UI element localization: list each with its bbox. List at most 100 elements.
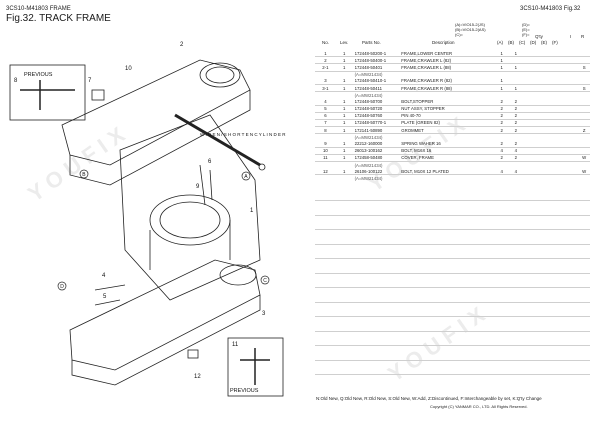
model-notes: (A)=VIO15-2(JS) (B)=VIO15-2(AS) (C)= xyxy=(455,22,486,37)
cell-qty-d xyxy=(536,77,551,85)
cell-level: 1 xyxy=(335,168,353,176)
cell-qty-f xyxy=(564,147,579,155)
cell-qty-c xyxy=(522,168,537,176)
cell-qty-f xyxy=(564,112,579,120)
cell-qty-f xyxy=(564,56,579,65)
exploded-diagram: PREVIOUS PREVIOUS W I D E N / S H O R T … xyxy=(0,30,305,402)
callout-8: 8 xyxy=(14,78,18,84)
cell-part-number: 172448-50411 xyxy=(352,84,400,93)
col-q-b: (B) xyxy=(508,40,514,45)
ruled-line xyxy=(315,374,590,375)
cell-qty-d xyxy=(536,56,551,65)
cell-part-number: 26106-100122 xyxy=(352,168,400,176)
cell-part-number: 26013-100162 xyxy=(352,147,400,155)
cell-qty-c xyxy=(522,154,537,163)
cell-qty-a: 4 xyxy=(494,168,509,176)
note-e: (E)= xyxy=(522,27,530,32)
cell-item-no: 3-1 xyxy=(315,84,336,93)
cell-qty-e xyxy=(550,119,565,128)
cell-part-number: 172448-50410-1 xyxy=(352,77,400,85)
serial-note: (A=MW21434) xyxy=(354,162,383,168)
cell-qty-f xyxy=(564,50,579,58)
cell-qty-d xyxy=(536,98,551,106)
cell-qty-a: 2 xyxy=(494,126,509,135)
model-notes-2: (D)= (E)= (F)= xyxy=(522,22,530,37)
cell-qty-b: 2 xyxy=(508,140,523,148)
cell-description: FRAME,CRAWLER R (88) xyxy=(399,84,495,93)
cell-qty-b: 1 xyxy=(508,63,523,72)
cell-qty-e xyxy=(550,84,565,93)
center-ring xyxy=(149,194,231,246)
cell-description: FRAME,CRAWLER L (88) xyxy=(399,63,495,72)
cell-level: 1 xyxy=(335,56,353,65)
cell-qty-f xyxy=(564,105,579,113)
cell-qty-e xyxy=(550,105,565,113)
cell-qty-b: 1 xyxy=(508,84,523,93)
cell-part-number: 172448-50400-1 xyxy=(352,56,400,65)
circle-b: B xyxy=(82,172,86,178)
cell-qty-b: 2 xyxy=(508,119,523,128)
callout-12: 12 xyxy=(194,374,201,380)
cell-qty-d xyxy=(536,50,551,58)
callout-10: 10 xyxy=(125,66,132,72)
blank-cell xyxy=(315,134,353,141)
cell-qty-f xyxy=(564,126,579,135)
cell-qty-c xyxy=(522,63,537,72)
cell-level: 1 xyxy=(335,119,353,128)
cell-qty-d xyxy=(536,119,551,128)
cell-qty-c xyxy=(522,50,537,58)
cell-item-no: 10 xyxy=(315,147,336,155)
cell-qty-f xyxy=(564,77,579,85)
header-right: 3CS10-M41803 Fig.32 xyxy=(520,6,581,12)
cell-description: BOLT, M16X 16 xyxy=(399,147,495,155)
callout-1: 1 xyxy=(250,208,254,214)
cell-interchange xyxy=(578,56,590,65)
cell-qty-c xyxy=(522,126,537,135)
ruled-line xyxy=(315,330,590,332)
cell-part-number: 172448-50401 xyxy=(352,63,400,72)
cell-qty-e xyxy=(550,56,565,65)
cell-part-number: 172448-50770-1 xyxy=(352,119,400,128)
note-d: (D)= xyxy=(522,22,530,27)
cell-interchange: S xyxy=(578,63,590,72)
col-description: Description xyxy=(432,40,455,45)
figure-title: Fig.32. TRACK FRAME xyxy=(6,13,111,24)
cell-qty-d xyxy=(536,112,551,120)
ruled-line xyxy=(315,258,590,259)
cell-level: 1 xyxy=(335,63,353,72)
cell-part-number: 22212-160000 xyxy=(352,140,400,148)
serial-note-row: (A=MW21434) xyxy=(315,92,590,99)
cell-qty-a: 2 xyxy=(494,112,509,120)
cell-qty-e xyxy=(550,140,565,148)
cell-description: PLATE (GREEN 82) xyxy=(399,119,495,128)
blank-cell xyxy=(315,162,353,169)
callout-5: 5 xyxy=(103,294,107,300)
diagram-svg: PREVIOUS PREVIOUS W I D E N / S H O R T … xyxy=(9,42,286,397)
cell-qty-c xyxy=(522,98,537,106)
label-previous-top: PREVIOUS xyxy=(24,72,53,78)
cell-part-number: 172448-50720 xyxy=(352,105,400,113)
ruled-line xyxy=(315,214,590,216)
note-a: (A)=VIO15-2(JS) xyxy=(455,22,485,27)
cell-qty-c xyxy=(522,84,537,93)
col-i: I xyxy=(570,34,572,39)
col-no: No. xyxy=(322,40,330,45)
ruled-line xyxy=(315,359,590,361)
cell-qty-e xyxy=(550,154,565,163)
label-cylinder: W I D E N / S H O R T E N C Y L I N D E … xyxy=(200,132,286,137)
cell-interchange xyxy=(578,50,590,58)
ruled-line xyxy=(315,229,590,230)
cell-part-number: 172448-50760 xyxy=(352,112,400,120)
circle-d: D xyxy=(60,284,64,290)
cell-qty-d xyxy=(536,154,551,163)
cell-qty-d xyxy=(536,126,551,135)
cell-item-no: 3 xyxy=(315,77,336,85)
cell-description: FRAME,CRAWLER L (82) xyxy=(399,56,495,65)
cell-level: 1 xyxy=(335,105,353,113)
cell-qty-b: 4 xyxy=(508,147,523,155)
cell-qty-e xyxy=(550,147,565,155)
